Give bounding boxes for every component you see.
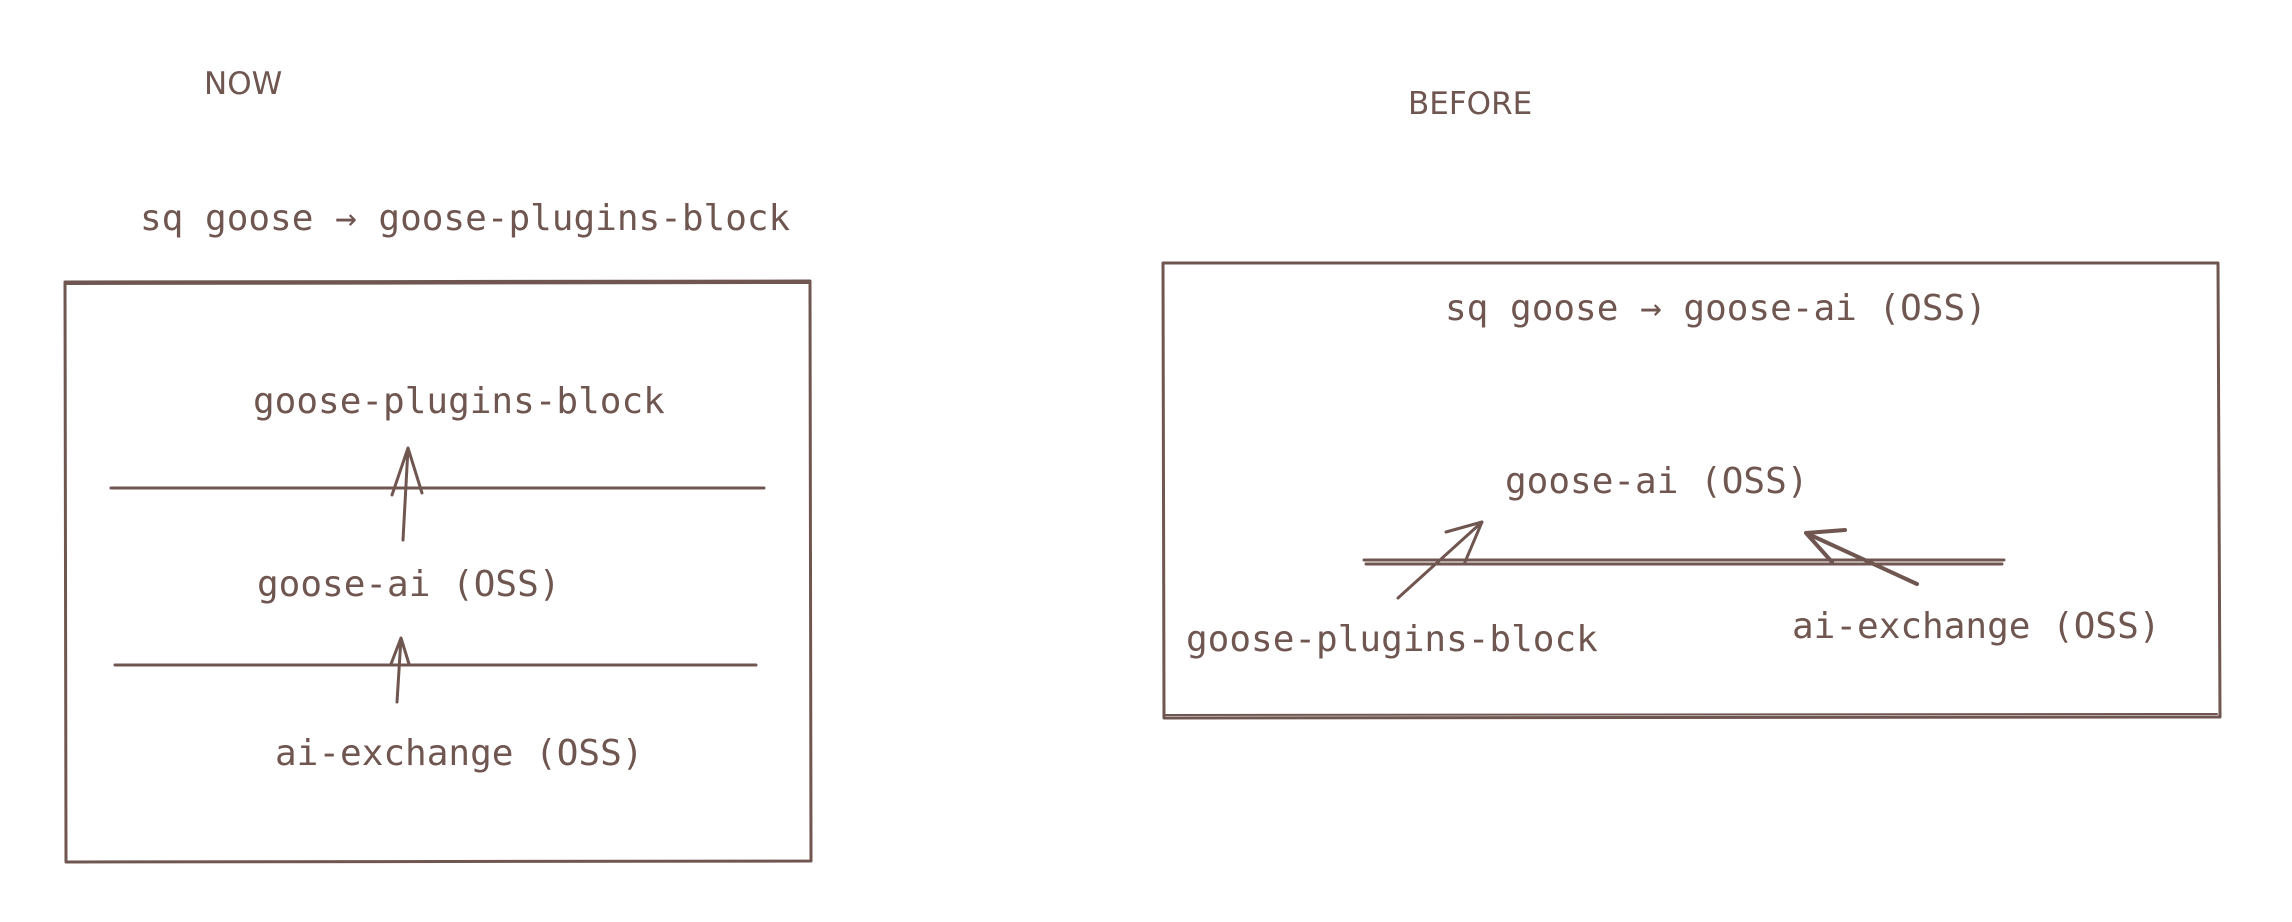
before-center-label: goose-ai (OSS) (1505, 461, 1808, 502)
now-layer-exchange: ai-exchange (OSS) (275, 733, 643, 774)
now-box (63, 279, 813, 864)
before-box (1161, 261, 2222, 720)
before-right-label: ai-exchange (OSS) (1792, 606, 2160, 647)
now-heading: NOW (204, 66, 282, 102)
now-box-sketch-line (66, 282, 809, 285)
now-command: sq goose → goose-plugins-block (140, 198, 791, 239)
before-box-sketch-line (1164, 713, 2218, 716)
before-panel: BEFORE sq goose → goose-ai (OSS) goose-a… (1161, 86, 2222, 720)
before-arrow-right (1804, 528, 1919, 586)
before-divider (1362, 558, 2006, 566)
before-command: sq goose → goose-ai (OSS) (1445, 288, 1987, 329)
now-panel: NOW sq goose → goose-plugins-block goose… (63, 66, 813, 864)
now-layer-goose-ai: goose-ai (OSS) (257, 564, 560, 605)
before-left-label: goose-plugins-block (1186, 619, 1598, 660)
before-heading: BEFORE (1408, 86, 1532, 122)
before-arrow-left (1396, 520, 1484, 600)
now-layer-plugins: goose-plugins-block (253, 381, 665, 422)
now-arrow-up-bottom (389, 636, 411, 704)
now-arrow-up-top (390, 446, 424, 542)
